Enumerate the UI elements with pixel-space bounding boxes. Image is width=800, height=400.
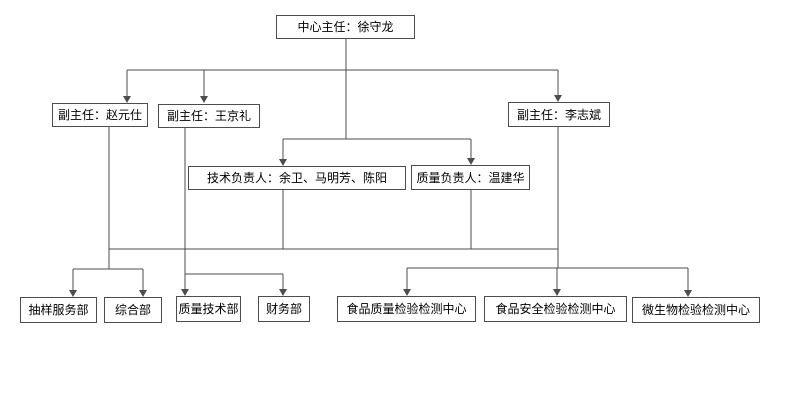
org-node-deputy-director-zhao: 副主任：赵元仕 — [52, 103, 148, 127]
org-node-deputy-director-wang: 副主任：王京礼 — [158, 104, 260, 128]
org-node-technical-leads: 技术负责人：余卫、马明芳、陈阳 — [188, 166, 406, 190]
org-node-sampling-service-dept: 抽样服务部 — [20, 297, 97, 323]
org-node-general-dept: 综合部 — [104, 297, 162, 323]
org-node-food-safety-inspection-center: 食品安全检验检测中心 — [484, 296, 627, 322]
org-node-finance-dept: 财务部 — [258, 296, 310, 322]
org-node-food-quality-inspection-center: 食品质量检验检测中心 — [337, 296, 476, 322]
org-node-microbiology-inspection-center: 微生物检验检测中心 — [632, 297, 760, 323]
org-node-center-director: 中心主任：徐守龙 — [276, 15, 415, 39]
org-node-deputy-director-li: 副主任：李志斌 — [508, 102, 610, 127]
org-node-quality-technology-dept: 质量技术部 — [176, 296, 241, 322]
org-node-quality-lead: 质量负责人：温建华 — [411, 165, 530, 190]
